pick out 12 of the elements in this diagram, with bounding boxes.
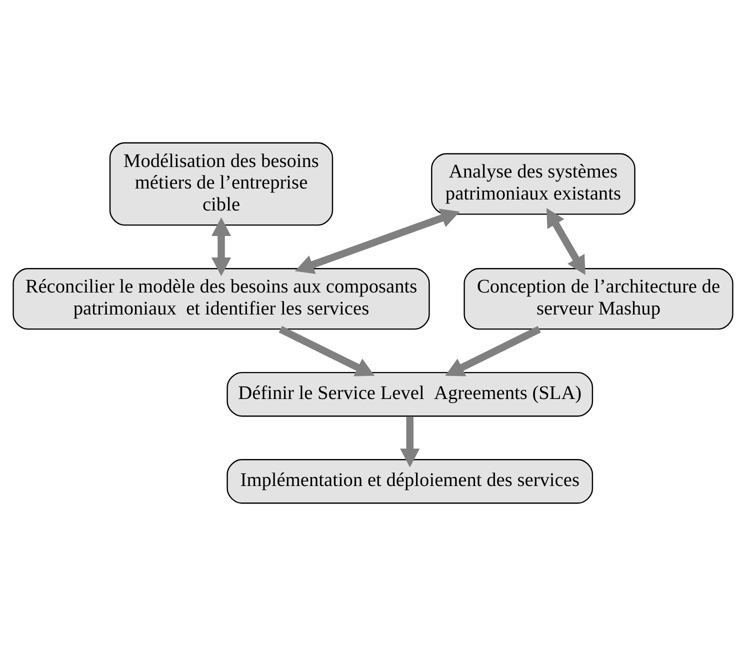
arrow — [546, 208, 586, 276]
arrow — [211, 217, 232, 276]
node-box: Implémentation et déploiement des services — [226, 459, 594, 504]
arrow — [400, 416, 420, 468]
arrow — [445, 326, 541, 376]
node-box: Modélisation des besoins métiers de l’entreprise cible — [109, 142, 334, 226]
node-box: Réconcilier le modèle des besoins aux composants patrimoniaux et identifier les services — [12, 268, 430, 330]
node-box: Conception de l’architecture de serveur Mashup — [464, 268, 734, 330]
node-box: Analyse des systèmes patrimoniaux existants — [431, 153, 636, 215]
arrow — [278, 326, 375, 376]
arrow — [294, 208, 460, 274]
node-box: Définir le Service Level Agreements (SLA) — [226, 372, 594, 417]
